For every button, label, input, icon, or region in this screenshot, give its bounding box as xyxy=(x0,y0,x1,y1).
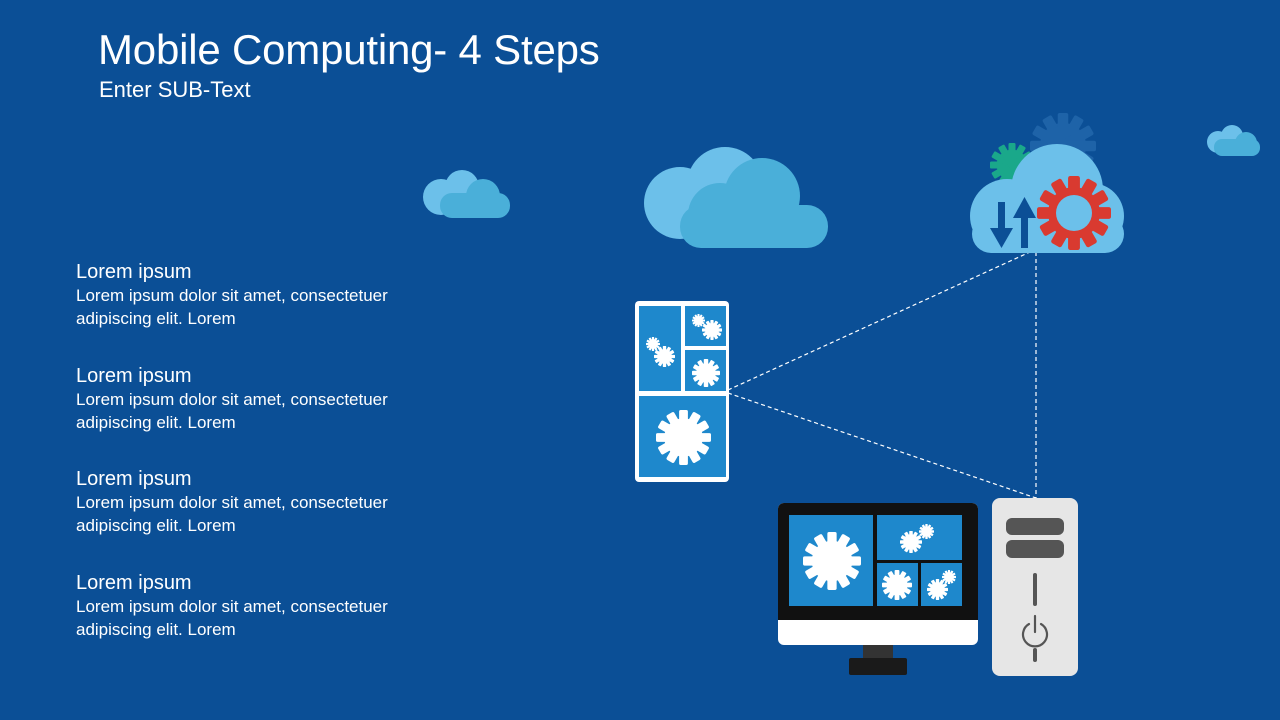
step-text-line1: Lorem ipsum dolor sit amet, consectetuer xyxy=(76,286,388,305)
cloud-gear-sync-icon xyxy=(970,113,1124,253)
step-4: Lorem ipsum Lorem ipsum dolor sit amet, … xyxy=(76,571,456,675)
step-text-line2: adipiscing elit. Lorem xyxy=(76,619,236,639)
cloud-icon xyxy=(423,170,510,218)
step-title: Lorem ipsum xyxy=(76,261,192,283)
cloud-icon xyxy=(644,147,828,248)
step-1: Lorem ipsum Lorem ipsum dolor sit amet, … xyxy=(76,260,456,364)
server-tower-icon xyxy=(992,498,1078,676)
step-3: Lorem ipsum Lorem ipsum dolor sit amet, … xyxy=(76,467,456,571)
cloud-icon xyxy=(1207,125,1260,156)
step-text-line2: adipiscing elit. Lorem xyxy=(76,516,236,535)
step-title: Lorem ipsum xyxy=(76,468,192,490)
steps-list: Lorem ipsum Lorem ipsum dolor sit amet, … xyxy=(76,260,456,674)
step-text-line2: adipiscing elit. Lorem xyxy=(76,412,236,432)
step-title: Lorem ipsum xyxy=(76,364,192,387)
step-title: Lorem ipsum xyxy=(76,571,192,594)
desktop-monitor-icon xyxy=(778,503,978,675)
page-title: Mobile Computing- 4 Steps xyxy=(98,26,600,73)
step-text-line1: Lorem ipsum dolor sit amet, consectetuer xyxy=(76,389,388,409)
step-2: Lorem ipsum Lorem ipsum dolor sit amet, … xyxy=(76,364,456,468)
step-text-line1: Lorem ipsum dolor sit amet, consectetuer xyxy=(76,493,388,512)
connector-lines xyxy=(727,251,1037,499)
tablet-gears-icon xyxy=(635,301,729,482)
page-subtitle: Enter SUB-Text xyxy=(99,77,251,102)
step-text-line2: adipiscing elit. Lorem xyxy=(76,309,236,328)
step-text-line1: Lorem ipsum dolor sit amet, consectetuer xyxy=(76,596,388,616)
